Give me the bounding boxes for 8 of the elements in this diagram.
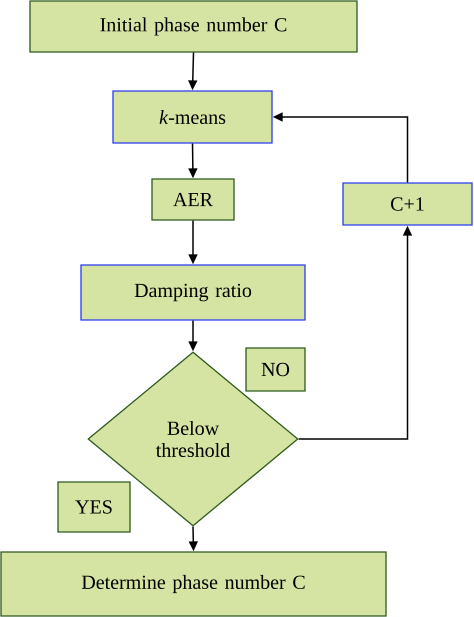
process-box: Determine phase number C — [0, 551, 387, 617]
process-box: Damping ratio — [80, 264, 306, 321]
answer-box: NO — [245, 347, 306, 392]
process-box: k-means — [112, 90, 273, 144]
answer-box: YES — [57, 481, 131, 533]
process-box: AER — [151, 178, 235, 221]
process-box: C+1 — [342, 182, 473, 226]
process-box: Initial phase number C — [29, 0, 358, 53]
